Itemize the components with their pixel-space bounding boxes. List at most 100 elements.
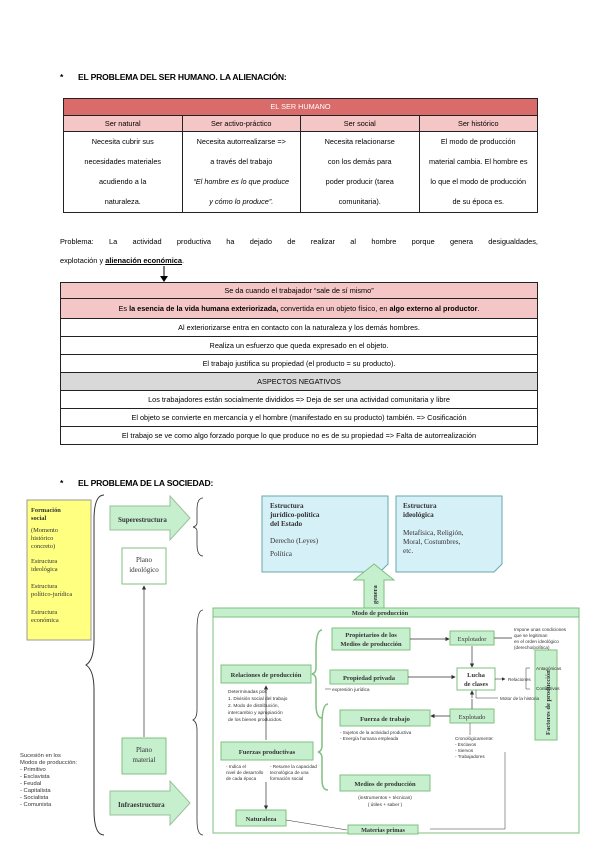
explotador-note-1: que se legitiman xyxy=(514,633,548,638)
fuerzas-note1-1: nivel de desarrollo xyxy=(226,770,264,775)
materias-box xyxy=(347,824,419,835)
plano-ideologico-1: ideológico xyxy=(129,566,159,574)
plano-material-0: Plano xyxy=(136,746,152,754)
plano-ideologico-box xyxy=(121,547,167,585)
ej-0: Estructura xyxy=(270,502,304,510)
table1-header-social: Ser social xyxy=(300,114,420,132)
yellow-line-6: ideológica xyxy=(31,566,58,573)
yellow-line-10: económica xyxy=(31,617,59,624)
table2-row7: Los trabajadores están socialmente divid… xyxy=(60,390,538,409)
relaciones-note-4: de los bienes producidos. xyxy=(228,717,282,723)
fuerzas-label: Fuerzas productivas xyxy=(239,749,296,756)
succession-5: - Capitalista xyxy=(20,788,51,794)
section1-heading: *EL PROBLEMA DEL SER HUMANO. LA ALIENACI… xyxy=(60,72,287,82)
yellow-line-2: (Momento xyxy=(31,527,58,534)
ej-1: jurídico-política xyxy=(269,511,320,519)
human-being-table: EL SER HUMANO Ser natural Ser activo-prá… xyxy=(63,98,538,213)
conflictivas-label: Conflictivas xyxy=(536,686,560,691)
infraestructura-label: Infraestructura xyxy=(118,801,165,809)
section2-heading: *EL PROBLEMA DE LA SOCIEDAD: xyxy=(60,478,214,488)
table2-row2: Es la esencia de la vida humana exterior… xyxy=(60,298,538,319)
relaciones-small-label: Relaciones xyxy=(508,677,531,682)
relaciones-note-2: 2. Modo de distribución, xyxy=(228,703,279,709)
estructura-ideologica-note xyxy=(395,495,503,573)
explotado-note-3: - Trabajadores xyxy=(455,754,485,759)
explotado-note-1: - Esclavos xyxy=(455,742,477,747)
explotado-note-0: Cronológicamente: xyxy=(455,736,494,741)
explotado-label: Explotado xyxy=(459,714,486,721)
fuerza-box xyxy=(339,709,431,727)
ej-2: del Estado xyxy=(270,520,303,528)
down-arrow-icon xyxy=(160,266,168,282)
genera-label: genera xyxy=(372,584,379,604)
medios-box xyxy=(339,774,431,792)
superestructura-label: Superestructura xyxy=(118,516,167,524)
yellow-line-1: social xyxy=(31,515,46,522)
succession-3: - Esclavista xyxy=(20,774,50,780)
table2-row9: El trabajo se ve como algo forzado porqu… xyxy=(60,426,538,445)
fuerza-note-0: - Sujetos de la actividad productiva xyxy=(340,730,412,735)
table1-header-historico: Ser histórico xyxy=(418,114,538,132)
relaciones-note-1: 1. División social del trabajo xyxy=(228,696,288,702)
explotador-note-0: Impone unas condiciones xyxy=(514,627,567,632)
superestructura-arrow xyxy=(109,494,191,542)
ej-4: Política xyxy=(270,550,293,558)
ei-0: Estructura xyxy=(403,502,437,510)
modo-produccion-title: Modo de producción xyxy=(352,610,409,617)
fuerzas-note1-0: - Indica el xyxy=(226,764,246,769)
plano-material-box xyxy=(121,737,167,775)
plano-material-1: material xyxy=(133,756,156,764)
explotador-label: Explotador xyxy=(458,636,488,643)
yellow-line-4: concreto) xyxy=(31,543,55,550)
succession-0: Sucesión en los xyxy=(20,753,61,759)
ej-3: Derecho (Leyes) xyxy=(270,537,319,545)
fuerzas-box xyxy=(220,741,314,761)
yellow-line-0: Formación xyxy=(31,507,61,514)
table1-title: EL SER HUMANO xyxy=(63,98,538,116)
ei-1: ideológica xyxy=(403,511,434,519)
expresion-label: expresión jurídica xyxy=(332,687,370,693)
lucha-0: Lucha xyxy=(467,672,485,679)
fuerzas-note2-2: formación social xyxy=(270,776,303,781)
yellow-line-5: Estructura xyxy=(31,558,57,565)
ei-2: Metafísica, Religión, xyxy=(403,529,464,537)
genera-arrow xyxy=(352,563,396,609)
ei-4: etc. xyxy=(403,547,413,555)
naturaleza-label: Naturaleza xyxy=(246,816,277,823)
factores-label: Factores de producción xyxy=(545,670,552,735)
fuerza-note-1: - Energía humana empleada xyxy=(340,736,399,741)
table1-header-natural: Ser natural xyxy=(63,114,183,132)
medios-label: Medios de producción xyxy=(354,781,416,788)
propietarios-0: Propietarios de los xyxy=(345,632,397,639)
yellow-line-3: histórico xyxy=(31,535,53,542)
plano-ideologico-0: Plano xyxy=(136,556,152,564)
table1-cell-activo: Necesita autorrealizarse =>a través del … xyxy=(181,131,301,213)
succession-1: Modos de producción: xyxy=(20,760,77,766)
yellow-line-7: Estructura xyxy=(31,583,57,590)
succession-2: - Primitivo xyxy=(20,767,46,773)
naturaleza-box xyxy=(235,809,287,827)
yellow-line-8: político-jurídica xyxy=(31,591,72,598)
antagonicas-label: Antagónicas xyxy=(536,666,562,671)
relaciones-box xyxy=(220,664,312,684)
succession-7: - Comunista xyxy=(20,802,52,808)
table2-row1: Se da cuando el trabajador “sale de sí m… xyxy=(60,282,538,299)
estructura-juridica-note xyxy=(261,495,389,573)
relaciones-note-0: Determinadas por: xyxy=(228,689,267,695)
table2-row6: ASPECTOS NEGATIVOS xyxy=(60,372,538,391)
explotador-note-2: en el orden ideológico xyxy=(514,639,559,644)
table2-row8: El objeto se convierte en mercancía y el… xyxy=(60,408,538,427)
propietarios-1: Medios de producción xyxy=(340,641,402,648)
infraestructura-arrow xyxy=(109,779,191,827)
table1-header-activo: Ser activo-práctico xyxy=(181,114,301,132)
ei-3: Moral, Costumbres, xyxy=(403,538,460,546)
main-brace xyxy=(85,494,105,836)
succession-6: - Socialista xyxy=(20,795,49,801)
motor-label: Motor de la historia xyxy=(500,696,540,701)
yellow-line-9: Estructura xyxy=(31,609,57,616)
materias-label: Materias primas xyxy=(361,827,405,834)
succession-4: - Feudal xyxy=(20,781,41,787)
